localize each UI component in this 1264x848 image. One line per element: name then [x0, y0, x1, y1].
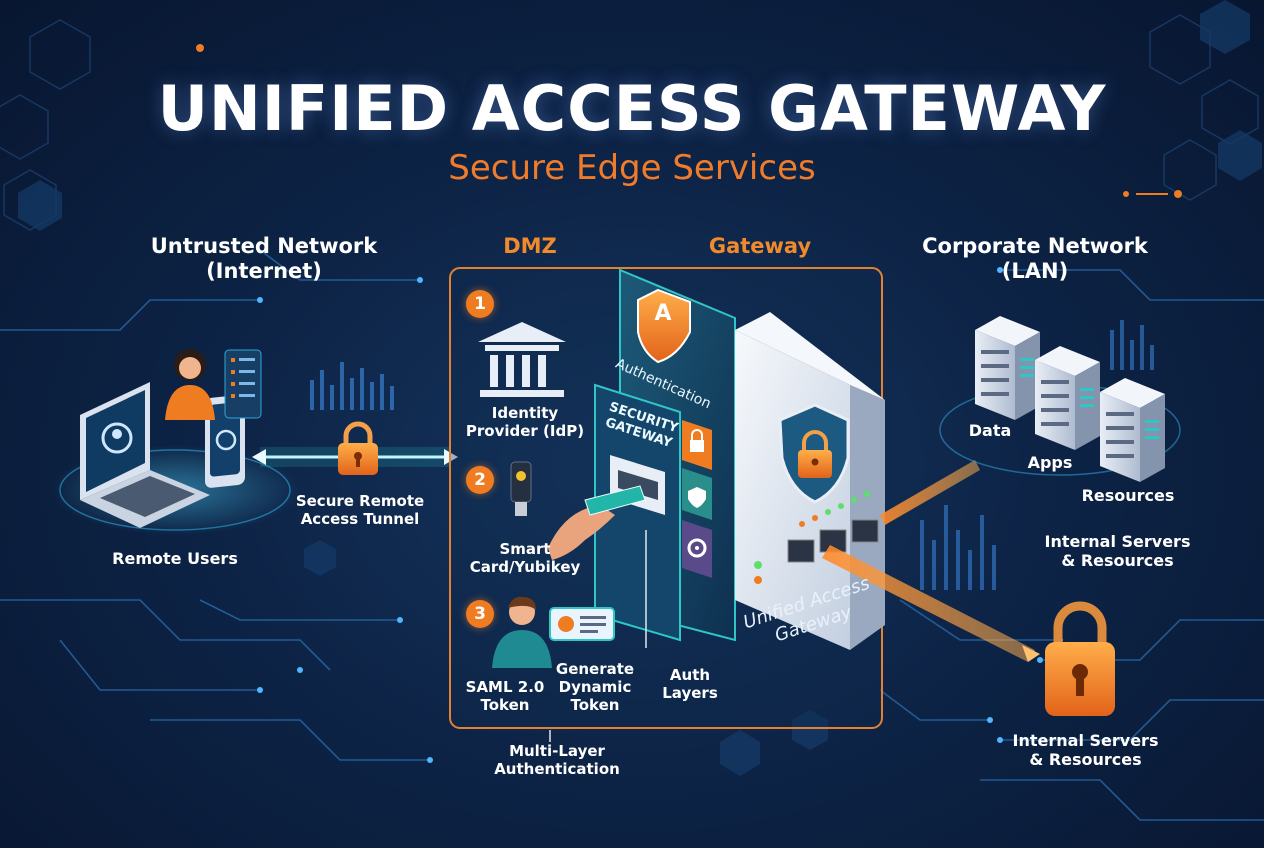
- signal-bars-right: [920, 320, 1154, 590]
- hand-card-icon: [548, 485, 646, 560]
- circuit-traces: [0, 249, 1264, 821]
- step-2-label: Smart Card/Yubikey: [469, 540, 581, 576]
- gateway-heading: Gateway: [708, 234, 812, 258]
- identity-provider-icon: [478, 322, 566, 397]
- appliance-ports: [787, 519, 879, 563]
- server-resources-icon: [1100, 378, 1165, 482]
- server-data-icon: [975, 316, 1040, 420]
- page-title: UNIFIED ACCESS GATEWAY: [157, 72, 1107, 145]
- signal-bars-left: [310, 362, 394, 410]
- users-platform: [59, 449, 291, 531]
- chat-card-icon: [224, 349, 262, 419]
- server-resources-label: Resources: [1081, 486, 1175, 505]
- internal-lock-icon: [1045, 601, 1115, 716]
- corporate-network-heading: Corporate Network (LAN): [922, 234, 1148, 284]
- user-avatar-icon: [165, 349, 215, 420]
- server-apps-icon: [1035, 346, 1100, 450]
- page-subtitle: Secure Edge Services: [448, 148, 816, 188]
- yubikey-icon: [510, 461, 532, 516]
- dmz-heading: DMZ: [503, 234, 557, 258]
- layer-shield-icon: [688, 487, 706, 508]
- remote-users-label: Remote Users: [112, 549, 238, 568]
- generate-token-label: Generate Dynamic Token: [555, 660, 635, 714]
- untrusted-network-heading: Untrusted Network (Internet): [150, 234, 378, 284]
- saml-user-icon: [492, 596, 552, 668]
- step-1-label: Identity Provider (IdP): [465, 404, 585, 440]
- circuit-nodes: [257, 267, 1063, 763]
- appliance-leds: [754, 491, 870, 584]
- security-gateway-panel: [594, 383, 681, 642]
- step-1-badge: 1: [466, 290, 494, 318]
- background-hexagons-filled: [18, 0, 1262, 776]
- server-apps-label: Apps: [1027, 453, 1073, 472]
- shield-letter: A: [654, 301, 672, 326]
- orange-beams: [822, 460, 1040, 662]
- layer-lock-icon: [690, 429, 704, 452]
- internal-servers-label-top: Internal Servers & Resources: [1044, 532, 1191, 571]
- laptop-icon: [80, 382, 210, 528]
- multi-layer-auth-label: Multi-Layer Authentication: [494, 742, 620, 778]
- internal-servers-label-bottom: Internal Servers & Resources: [1012, 731, 1159, 770]
- decorative-dots: [196, 44, 1182, 198]
- server-data-label: Data: [968, 421, 1012, 440]
- step-3-label: SAML 2.0 Token: [465, 678, 545, 714]
- token-card-icon: [549, 607, 615, 641]
- tunnel-label: Secure Remote Access Tunnel: [295, 492, 425, 528]
- layer-gear-icon: [687, 538, 707, 558]
- step-2-badge: 2: [466, 466, 494, 494]
- step-3-badge: 3: [466, 600, 494, 628]
- tunnel-lock-icon: [338, 421, 378, 475]
- auth-layers-label: Auth Layers: [662, 666, 718, 702]
